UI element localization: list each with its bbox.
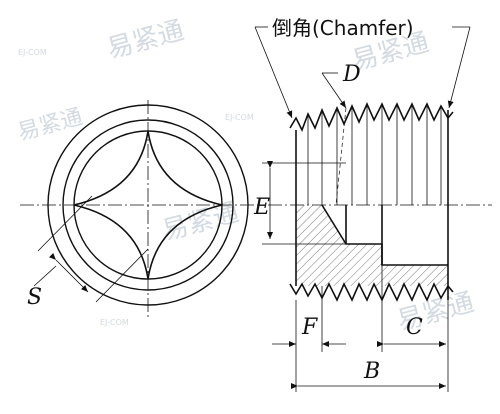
watermark-site-3: EJ-COM — [100, 318, 129, 327]
label-b: B — [363, 359, 380, 384]
label-chamfer: 倒角(Chamfer) — [272, 16, 414, 40]
chamfer-leader-right — [447, 26, 471, 109]
label-s: S — [27, 285, 42, 310]
label-e: E — [253, 195, 270, 220]
end-view — [20, 100, 265, 318]
watermark-brand-1: 易紧通 — [104, 16, 187, 65]
outer-circle — [47, 104, 249, 306]
socket-wall — [345, 205, 383, 265]
watermark-site-2: EJ-COM — [225, 113, 254, 122]
label-d: D — [342, 62, 361, 87]
s-dimension-line — [48, 252, 89, 293]
square-socket-outline — [73, 130, 223, 280]
s-leader — [33, 265, 57, 287]
top-thread-profile — [289, 102, 454, 132]
d-leader-arrow — [321, 72, 347, 109]
section-hatch-region — [296, 205, 448, 286]
d-leader-dashed — [335, 107, 347, 206]
side-view — [254, 26, 492, 392]
thread-lines — [307, 104, 442, 205]
bottom-thread-profile — [289, 282, 454, 302]
chamfer-leader-left — [254, 26, 293, 119]
watermark-site-1: EJ-COM — [18, 48, 47, 57]
s-extension-line-2 — [95, 248, 149, 303]
inner-circle — [62, 119, 234, 291]
watermark-brand-5: 易紧通 — [15, 105, 85, 146]
label-f: F — [301, 315, 318, 340]
label-c: C — [406, 315, 423, 340]
s-extension-line-1 — [37, 195, 93, 252]
